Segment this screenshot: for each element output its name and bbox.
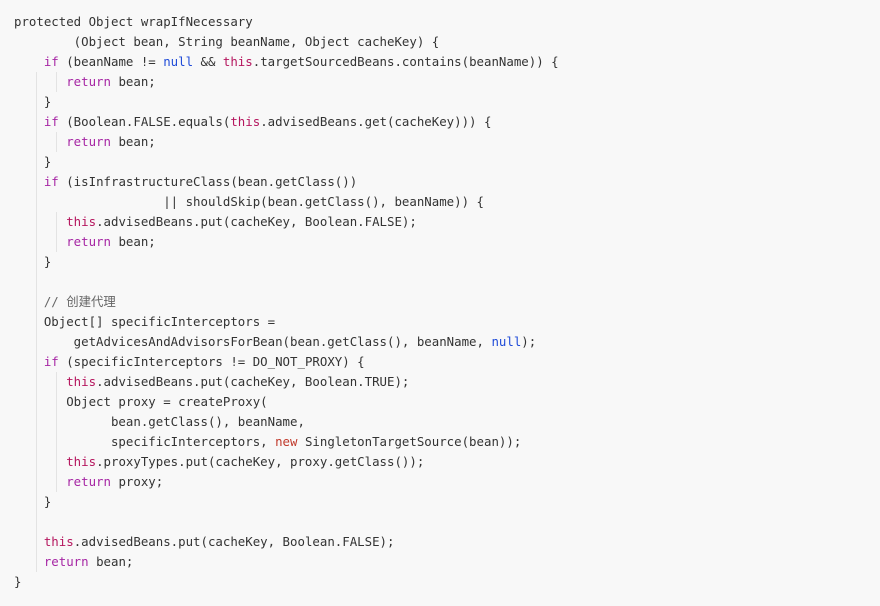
keyword-this-token: this (66, 374, 97, 389)
code-line: return proxy; (14, 472, 163, 492)
code-token: .advisedBeans.put(cacheKey, Boolean.FALS… (96, 214, 417, 229)
code-token: bean; (110, 74, 156, 89)
code-token: } (14, 94, 52, 109)
code-token: .proxyTypes.put(cacheKey, proxy.getClass… (96, 454, 425, 469)
indent-guide (36, 72, 37, 572)
code-line: return bean; (14, 132, 156, 152)
code-token (14, 134, 66, 149)
code-token: Object[] specificInterceptors = (14, 314, 276, 329)
keyword-if-token: if (43, 174, 59, 189)
code-line: protected Object wrapIfNecessary (14, 12, 253, 32)
keyword-if-token: if (43, 54, 59, 69)
code-line: this.advisedBeans.put(cacheKey, Boolean.… (14, 212, 417, 232)
code-token (14, 454, 66, 469)
code-line: Object proxy = createProxy( (14, 392, 268, 412)
code-token: bean.getClass(), beanName, (14, 414, 305, 429)
code-token (14, 214, 66, 229)
code-token (14, 474, 66, 489)
code-token: bean; (110, 134, 156, 149)
code-token (14, 174, 44, 189)
indent-guide (56, 132, 57, 152)
keyword-return-token: return (66, 134, 111, 149)
code-line: specificInterceptors, new SingletonTarge… (14, 432, 521, 452)
keyword-null-token: null (491, 334, 522, 349)
code-token: } (14, 254, 52, 269)
code-token: } (14, 494, 52, 509)
code-line: || shouldSkip(bean.getClass(), beanName)… (14, 192, 484, 212)
keyword-null-token: null (163, 54, 194, 69)
code-token: getAdvicesAndAdvisorsForBean(bean.getCla… (14, 334, 492, 349)
comment-token: // 创建代理 (43, 294, 116, 309)
keyword-this-token: this (222, 54, 253, 69)
code-token (14, 374, 66, 389)
code-line: return bean; (14, 232, 156, 252)
code-line: if (beanName != null && this.targetSourc… (14, 52, 559, 72)
code-token (14, 234, 66, 249)
keyword-return-token: return (66, 74, 111, 89)
keyword-return-token: return (66, 234, 111, 249)
keyword-this-token: this (43, 534, 74, 549)
code-line: this.proxyTypes.put(cacheKey, proxy.getC… (14, 452, 424, 472)
code-line: bean.getClass(), beanName, (14, 412, 305, 432)
code-line: this.advisedBeans.put(cacheKey, Boolean.… (14, 532, 395, 552)
code-line: if (specificInterceptors != DO_NOT_PROXY… (14, 352, 365, 372)
code-token (14, 354, 44, 369)
code-line: Object[] specificInterceptors = (14, 312, 275, 332)
code-token: (isInfrastructureClass(bean.getClass()) (58, 174, 358, 189)
indent-guide (56, 372, 57, 492)
code-line: // 创建代理 (14, 292, 116, 312)
code-line: } (14, 572, 21, 592)
code-token: proxy; (110, 474, 164, 489)
keyword-this-token: this (230, 114, 261, 129)
code-token (14, 114, 44, 129)
code-token: specificInterceptors, (14, 434, 276, 449)
code-line: if (isInfrastructureClass(bean.getClass(… (14, 172, 357, 192)
code-token: (Boolean.FALSE.equals( (58, 114, 231, 129)
keyword-return-token: return (43, 554, 89, 569)
code-line: } (14, 152, 51, 172)
code-token: (Object bean, String beanName, Object ca… (14, 34, 440, 49)
code-token: (specificInterceptors != DO_NOT_PROXY) { (58, 354, 365, 369)
code-token: || shouldSkip(bean.getClass(), beanName)… (14, 194, 484, 209)
code-token: SingletonTargetSource(bean)); (297, 434, 522, 449)
code-line: this.advisedBeans.put(cacheKey, Boolean.… (14, 372, 409, 392)
code-line: } (14, 252, 51, 272)
code-token (14, 534, 44, 549)
keyword-if-token: if (43, 354, 59, 369)
code-line: return bean; (14, 552, 134, 572)
code-token: (beanName != (58, 54, 164, 69)
keyword-return-token: return (66, 474, 111, 489)
code-token (14, 54, 44, 69)
code-token: bean; (110, 234, 156, 249)
keyword-new-token: new (275, 434, 298, 449)
code-token: } (14, 154, 52, 169)
code-token: protected Object wrapIfNecessary (14, 14, 253, 29)
keyword-this-token: this (66, 214, 97, 229)
keyword-this-token: this (66, 454, 97, 469)
code-line: } (14, 492, 51, 512)
code-token: .targetSourcedBeans.contains(beanName)) … (252, 54, 559, 69)
code-line: } (14, 92, 51, 112)
code-token: Object proxy = createProxy( (14, 394, 268, 409)
code-token: .advisedBeans.put(cacheKey, Boolean.FALS… (73, 534, 395, 549)
code-token: .advisedBeans.get(cacheKey))) { (260, 114, 492, 129)
code-token (14, 294, 44, 309)
code-line: (Object bean, String beanName, Object ca… (14, 32, 440, 52)
indent-guide (56, 72, 57, 92)
code-token: ); (521, 334, 537, 349)
code-token: .advisedBeans.put(cacheKey, Boolean.TRUE… (96, 374, 410, 389)
indent-guide (56, 212, 57, 252)
keyword-if-token: if (43, 114, 59, 129)
code-line: return bean; (14, 72, 156, 92)
code-token: && (193, 54, 223, 69)
code-token (14, 554, 44, 569)
code-token (14, 74, 66, 89)
code-line: getAdvicesAndAdvisorsForBean(bean.getCla… (14, 332, 537, 352)
code-token: bean; (88, 554, 134, 569)
code-line: if (Boolean.FALSE.equals(this.advisedBea… (14, 112, 492, 132)
code-token: } (14, 574, 22, 589)
